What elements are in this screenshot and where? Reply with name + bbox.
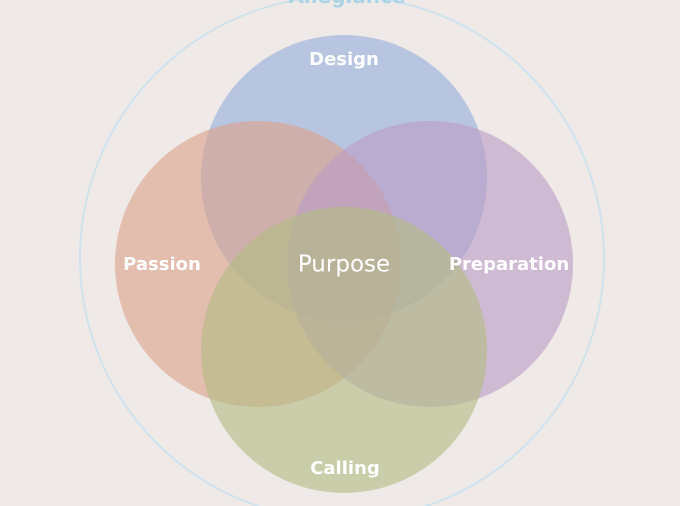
passion-label: Passion xyxy=(123,254,201,275)
purpose-label: Purpose xyxy=(298,252,390,278)
design-label: Design xyxy=(309,49,379,70)
outer-ring xyxy=(79,0,605,506)
preparation-label: Preparation xyxy=(449,254,569,275)
calling-label: Calling xyxy=(310,458,380,479)
calling-circle xyxy=(201,207,487,493)
outer-ring-label: Allegiance xyxy=(288,0,405,8)
